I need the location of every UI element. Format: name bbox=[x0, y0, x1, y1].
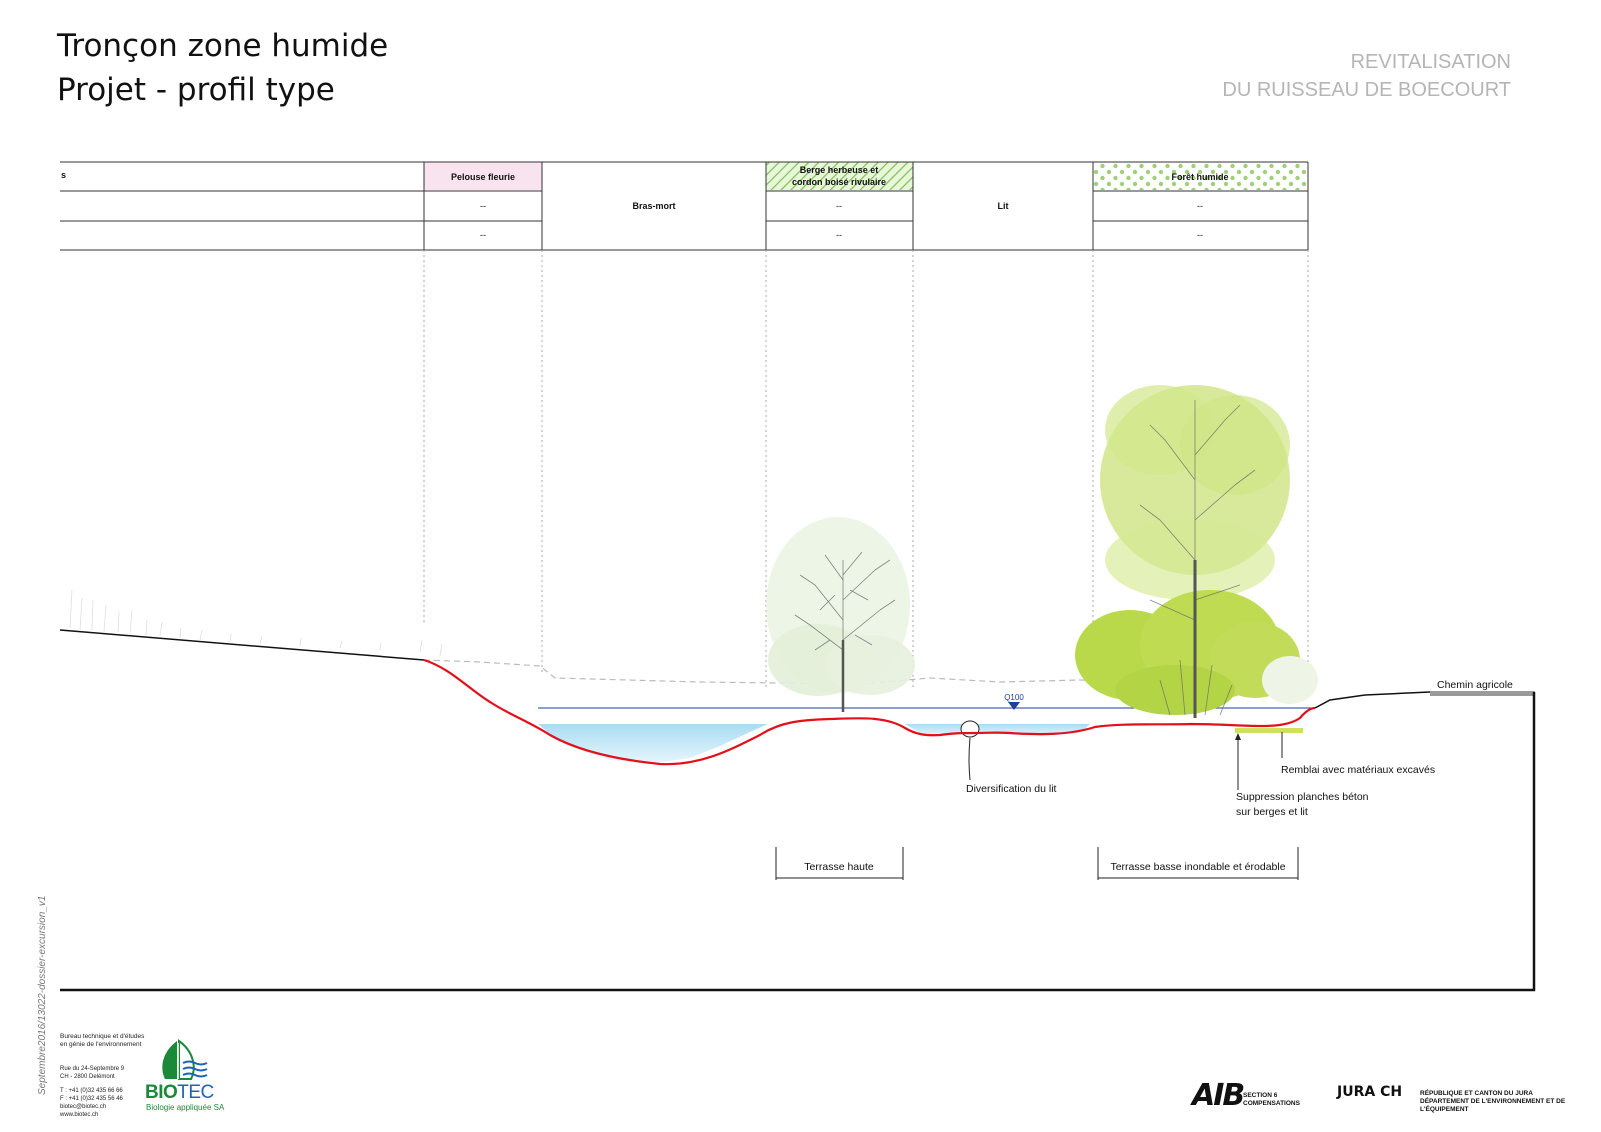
terrasse-haute-label: Terrasse haute bbox=[804, 861, 874, 873]
brasmort-label: Bras-mort bbox=[632, 201, 675, 211]
biotec-web: www.biotec.ch bbox=[60, 1112, 99, 1118]
remblai-label: Remblai avec matériaux excavés bbox=[1281, 764, 1435, 776]
habitat-table bbox=[60, 161, 1309, 251]
aib-sub2: COMPENSATIONS bbox=[1243, 1100, 1300, 1107]
aib-subtitle: SECTION 6 COMPENSATIONS bbox=[1243, 1092, 1300, 1108]
aib-logo: AIB bbox=[1192, 1078, 1245, 1113]
chemin-surface bbox=[1430, 691, 1535, 696]
boulder-icon bbox=[960, 720, 980, 738]
berge-label-line1: Berge herbeuse et bbox=[800, 165, 879, 175]
biotec-subtitle: Biologie appliquée SA bbox=[146, 1103, 225, 1112]
pelouse-row3: -- bbox=[480, 230, 486, 240]
berge-row2: -- bbox=[836, 201, 842, 211]
biotec-name-b: TEC bbox=[177, 1082, 214, 1103]
foret-row3: -- bbox=[1197, 230, 1203, 240]
biotec-fax: F : +41 (0)32 435 56 46 bbox=[60, 1096, 123, 1102]
biotec-email: biotec@biotec.ch bbox=[60, 1104, 107, 1110]
biotec-addr2: CH - 2800 Delémont bbox=[60, 1074, 115, 1080]
terrace-brackets bbox=[775, 847, 1299, 880]
jura-logo: JURA CH bbox=[1337, 1084, 1403, 1100]
biotec-name-a: BIO bbox=[145, 1082, 178, 1103]
page-title-line2: Projet - profil type bbox=[57, 72, 335, 108]
berge-row3: -- bbox=[836, 230, 842, 240]
biotec-leaf-logo-icon bbox=[162, 1039, 208, 1080]
foret-row2: -- bbox=[1197, 201, 1203, 211]
berge-label-line2: cordon boisé rivulaire bbox=[792, 177, 886, 187]
pelouse-fill bbox=[424, 162, 542, 190]
biotec-line1: Bureau technique et d'études bbox=[60, 1033, 145, 1040]
biotec-addr1: Rue du 24-Septembre 9 bbox=[60, 1066, 125, 1072]
file-reference: Septembre2016/13022-dossier-excursion_v1 bbox=[37, 895, 48, 1095]
new-terrain-profile bbox=[423, 658, 1316, 766]
chemin-label: Chemin agricole bbox=[1437, 679, 1513, 691]
arrow-icon bbox=[1235, 733, 1241, 740]
biotec-tel: T : +41 (0)32 435 66 66 bbox=[60, 1088, 123, 1094]
foret-dot-fill bbox=[1093, 162, 1307, 190]
suppression-label-line1: Suppression planches béton bbox=[1236, 791, 1369, 803]
remblai-layer bbox=[1235, 728, 1303, 733]
terrain-left bbox=[59, 629, 425, 661]
page-title-line1: Tronçon zone humide bbox=[57, 28, 389, 64]
jura-sub1: RÉPUBLIQUE ET CANTON DU JURA bbox=[1420, 1090, 1533, 1097]
table-col0-label: s bbox=[61, 170, 66, 180]
biotec-line2: en génie de l'environnement bbox=[60, 1041, 142, 1048]
berge-hatch-fill bbox=[766, 162, 913, 190]
terrasse-basse-label: Terrasse basse inondable et érodable bbox=[1110, 861, 1285, 873]
project-name-line1: REVITALISATION bbox=[1350, 51, 1511, 73]
suppression-label-line2: sur berges et lit bbox=[1236, 806, 1308, 818]
annotation-leaders bbox=[968, 732, 1283, 790]
riparian-tree bbox=[766, 517, 915, 712]
diversification-label: Diversification du lit bbox=[966, 783, 1057, 795]
aib-sub1: SECTION 6 bbox=[1243, 1092, 1278, 1099]
q100-marker-icon bbox=[1008, 702, 1020, 710]
grass-sketch bbox=[69, 589, 443, 657]
lit-label: Lit bbox=[998, 201, 1009, 211]
project-name-line2: DU RUISSEAU DE BOECOURT bbox=[1222, 79, 1511, 101]
biotec-wordmark: BIOTEC bbox=[145, 1082, 214, 1104]
q100-label: Q100 bbox=[1004, 693, 1024, 702]
pelouse-row2: -- bbox=[480, 201, 486, 211]
bras-mort-water bbox=[538, 724, 768, 764]
foret-label: Forêt humide bbox=[1171, 172, 1228, 182]
pelouse-label: Pelouse fleurie bbox=[451, 172, 515, 182]
jura-sub2: DÉPARTEMENT DE L'ENVIRONNEMENT ET DE L'É… bbox=[1420, 1098, 1566, 1113]
jura-subtitle: RÉPUBLIQUE ET CANTON DU JURA DÉPARTEMENT… bbox=[1420, 1090, 1601, 1114]
biotec-address-block: Bureau technique et d'études en génie de… bbox=[60, 1033, 144, 1119]
forest-trees bbox=[1075, 385, 1318, 718]
section-guides bbox=[423, 250, 1309, 690]
